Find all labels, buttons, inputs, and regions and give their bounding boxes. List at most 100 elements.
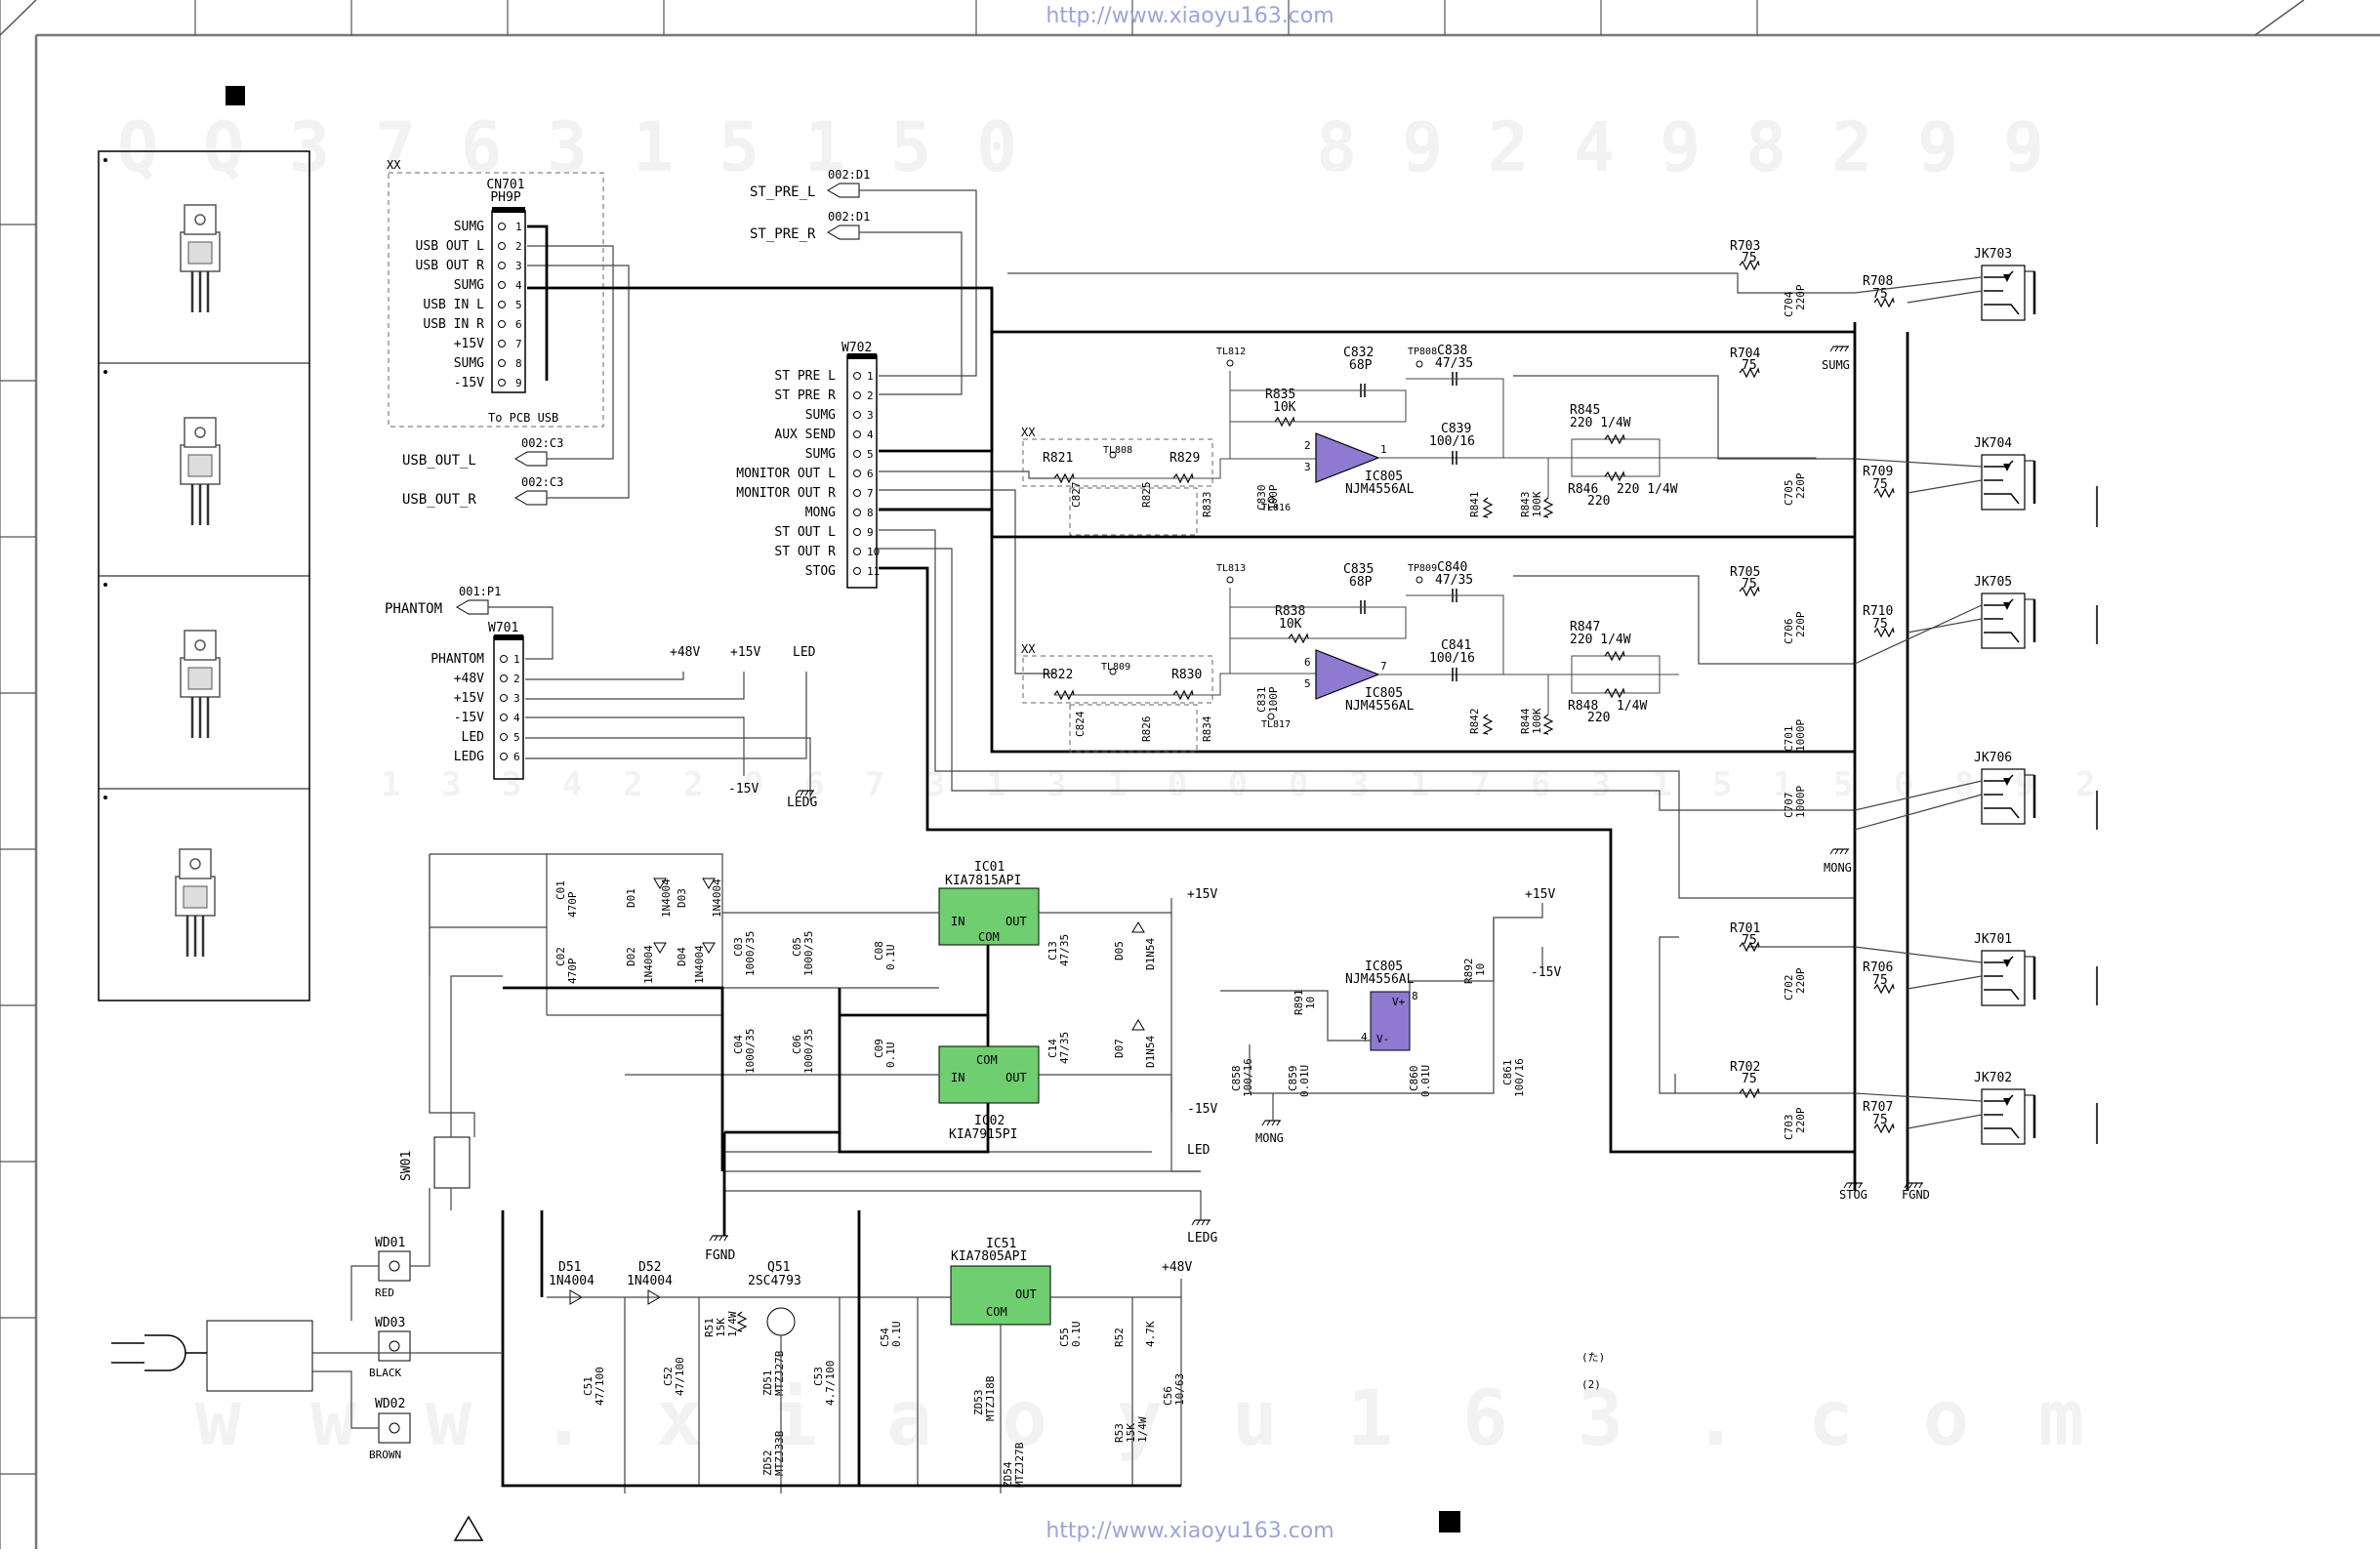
pin-contact (498, 320, 506, 328)
signal-wires (488, 189, 1855, 1094)
footer-url[interactable]: http://www.xiaoyu163.com (1046, 1519, 1334, 1543)
r847-ref: R847 (1570, 620, 1600, 634)
watermark-char: 2 (1488, 107, 1529, 187)
watermark-char: 1 (1107, 765, 1127, 804)
c54-ref: C54 (879, 1328, 891, 1347)
jk705-ref: JK705 (1974, 575, 2012, 590)
watermark-char: 1 (804, 107, 845, 187)
ic02-in: IN (951, 1071, 964, 1084)
jack-icon (1980, 1087, 2036, 1146)
pin-label: ST PRE R (774, 388, 836, 403)
zd54-part: MTZJ27B (1013, 1442, 1026, 1488)
jk706-ref: JK706 (1974, 751, 2012, 765)
pin-label: PHANTOM (431, 652, 484, 667)
watermark-char: 1 (1652, 765, 1671, 804)
jk701-ref: JK701 (1974, 932, 2012, 947)
r52-val: 4.7K (1144, 1321, 1157, 1347)
wd03-color: BLACK (369, 1367, 401, 1379)
c53-val: 4.7/100 (824, 1361, 837, 1406)
c707-val: 1000P (1794, 786, 1807, 818)
d52-part: 1N4004 (627, 1274, 673, 1288)
c835-val: 68P (1349, 575, 1373, 590)
r838-val: 10K (1279, 617, 1302, 632)
jack-icon (1980, 453, 2036, 511)
pin-number: 7 (515, 338, 522, 350)
ic01-part: KIA7815API (945, 874, 1021, 888)
r841-ref: R841 (1468, 492, 1481, 518)
r846-ref: R846 (1568, 482, 1598, 497)
c838-val: 47/35 (1435, 356, 1473, 371)
tl817-ref: TL817 (1261, 719, 1291, 730)
ic805-upper-opamp (1315, 432, 1380, 483)
watermark-char: 7 (375, 107, 416, 187)
c832-ref: C832 (1343, 346, 1374, 360)
cn701-ref: CN701 (486, 178, 524, 192)
c705-ref: C705 (1783, 480, 1795, 507)
ic01-com: COM (978, 930, 1000, 944)
r703-ref: R703 (1730, 239, 1760, 254)
pin-number: 8 (867, 507, 874, 519)
pin-contact (853, 548, 861, 555)
watermark-char: 3 (1578, 1375, 1623, 1463)
jack-icon (1980, 592, 2036, 650)
pin-7: 7 (1380, 660, 1387, 673)
tl809-ref: TL809 (1101, 662, 1130, 673)
r846-val: 220 1/4W (1617, 482, 1678, 497)
c03-ref: C03 (732, 937, 745, 957)
r53-ref: R53 (1113, 1423, 1126, 1443)
c706-val: 220P (1794, 611, 1807, 637)
zd51-part: MTZJ27B (773, 1350, 786, 1396)
r51-w: 1/4W (726, 1311, 739, 1337)
corner-marker-top (226, 86, 245, 105)
r705-val: 75 (1742, 577, 1757, 592)
pin-label: AUX SEND (774, 428, 836, 442)
pin-label: LED (462, 730, 485, 745)
c830-ref: C830 (1255, 485, 1268, 511)
watermark-char: 8 (1316, 107, 1357, 187)
pin-contact (498, 379, 506, 387)
c56-val: 10/63 (1173, 1373, 1186, 1406)
r709-ref: R709 (1863, 465, 1893, 479)
jk704-ref: JK704 (1974, 436, 2012, 451)
pin-label: SUMG (805, 447, 836, 462)
pin-number: 10 (867, 546, 880, 558)
transformer-block (206, 1320, 313, 1392)
transistor-icon (179, 629, 222, 740)
rail-led: LED (793, 645, 816, 660)
d02-ref: D02 (625, 947, 637, 966)
pin-number: 2 (513, 673, 520, 685)
ic805-vplus: V+ (1392, 996, 1406, 1008)
header-url[interactable]: http://www.xiaoyu163.com (1046, 4, 1334, 28)
pin-contact (500, 753, 508, 760)
pin-label: SUMG (454, 220, 484, 234)
c08-ref: C08 (873, 941, 885, 960)
pin-number: 4 (513, 712, 520, 724)
usb-out-r-label: USB_OUT_R (402, 492, 476, 508)
pin-number: 8 (515, 357, 522, 370)
watermark-char: 3 (441, 765, 461, 804)
r842-ref: R842 (1468, 709, 1481, 735)
watermark-char: 6 (804, 765, 824, 804)
r705-ref: R705 (1730, 565, 1760, 580)
c860-val: 0.01U (1419, 1065, 1432, 1097)
r707-ref: R707 (1863, 1100, 1893, 1115)
usb-out-r-ref: 002:C3 (521, 475, 563, 489)
pin-contact (500, 694, 508, 702)
ground-bus (527, 225, 1909, 1191)
d04-part: 1N4004 (693, 945, 706, 984)
pin-number: 1 (515, 221, 522, 233)
r709-val: 75 (1872, 477, 1888, 492)
transistor-panel (98, 150, 310, 1001)
jk703-ref: JK703 (1974, 247, 2012, 262)
watermark-char: 2 (2075, 765, 2095, 804)
pin-contact (853, 470, 861, 477)
zd52-ref: ZD52 (761, 1451, 774, 1477)
watermark-char: x (656, 1375, 702, 1463)
watermark-char: 1 (1347, 1375, 1393, 1463)
c55-ref: C55 (1058, 1328, 1071, 1347)
c02-ref: C02 (554, 947, 567, 966)
pin-contact (498, 242, 506, 250)
ic02-part: KIA7915PI (949, 1127, 1017, 1142)
